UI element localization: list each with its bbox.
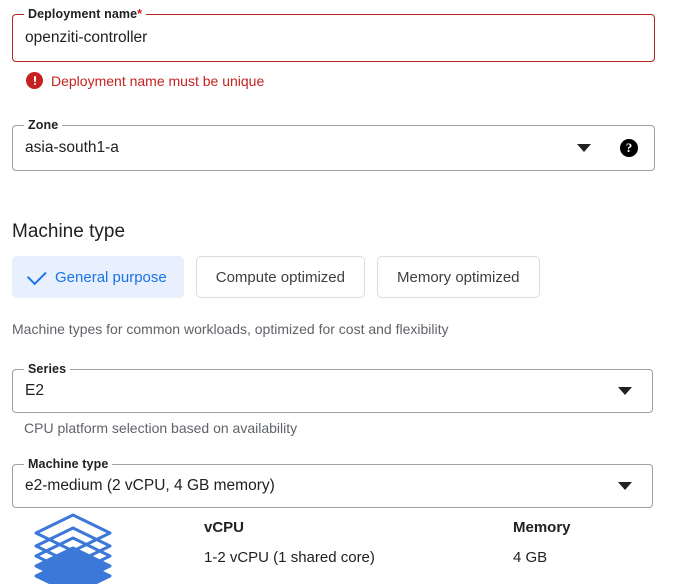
- deployment-name-input[interactable]: openziti-controller: [25, 29, 148, 46]
- deployment-name-error-text: Deployment name must be unique: [51, 72, 265, 89]
- machine-type-tab-group: General purpose Compute optimized Memory…: [12, 256, 540, 298]
- deployment-name-error: Deployment name must be unique: [26, 72, 264, 89]
- machine-type-tabs-helper: Machine types for common workloads, opti…: [12, 321, 449, 337]
- deployment-name-label: Deployment name*: [24, 7, 147, 21]
- tab-general-purpose[interactable]: General purpose: [12, 256, 184, 298]
- series-value: E2: [25, 382, 44, 399]
- help-circle-icon[interactable]: ?: [620, 139, 638, 157]
- spec-value-vcpu: 1-2 vCPU (1 shared core): [204, 549, 375, 566]
- check-icon: [26, 264, 47, 285]
- zone-field[interactable]: Zone asia-south1-a ?: [12, 118, 655, 171]
- machine-type-field-label: Machine type: [24, 457, 113, 471]
- tab-memory-optimized[interactable]: Memory optimized: [376, 256, 540, 298]
- zone-value: asia-south1-a: [25, 139, 119, 156]
- tab-compute-optimized[interactable]: Compute optimized: [195, 256, 365, 298]
- error-circle-icon: [26, 72, 43, 89]
- tab-memory-optimized-label: Memory optimized: [396, 268, 520, 286]
- series-field[interactable]: Series E2: [12, 362, 653, 413]
- stacked-layers-icon: [34, 513, 112, 584]
- series-helper: CPU platform selection based on availabi…: [24, 420, 298, 436]
- chevron-down-icon[interactable]: [577, 144, 591, 152]
- chevron-down-icon[interactable]: [618, 482, 632, 490]
- spec-header-memory: Memory: [513, 519, 571, 536]
- deployment-name-field[interactable]: Deployment name* openziti-controller: [12, 7, 655, 62]
- machine-type-field[interactable]: Machine type e2-medium (2 vCPU, 4 GB mem…: [12, 457, 653, 508]
- series-label: Series: [24, 362, 71, 376]
- zone-label: Zone: [24, 118, 63, 132]
- deployment-name-label-text: Deployment name: [28, 7, 138, 21]
- spec-header-vcpu: vCPU: [204, 519, 245, 536]
- machine-type-field-value: e2-medium (2 vCPU, 4 GB memory): [25, 477, 275, 494]
- tab-general-purpose-label: General purpose: [55, 268, 167, 286]
- spec-value-memory: 4 GB: [513, 549, 548, 566]
- machine-type-section-title: Machine type: [12, 221, 126, 242]
- required-asterisk: *: [137, 7, 143, 21]
- chevron-down-icon[interactable]: [618, 387, 632, 395]
- tab-compute-optimized-label: Compute optimized: [215, 268, 345, 286]
